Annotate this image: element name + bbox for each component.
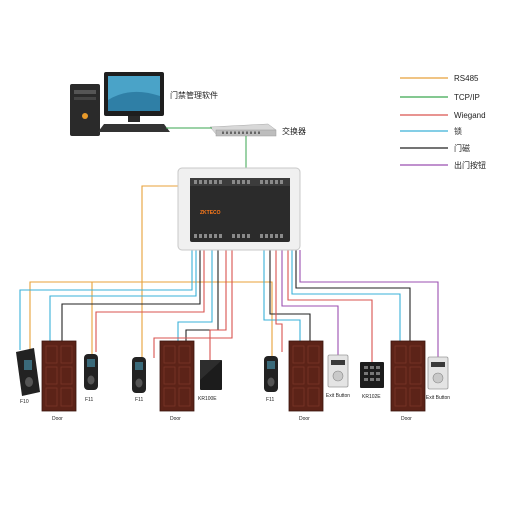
- legend: RS485 TCP/IP Wiegand 锁 门磁 出门按钮: [400, 74, 486, 170]
- door-icon: [390, 340, 426, 412]
- door-icon: [41, 340, 77, 412]
- door-sensor-line: [269, 250, 311, 342]
- network-switch-icon: [209, 123, 277, 137]
- device-label-kr100e: KR100E: [198, 396, 217, 402]
- door-sensor-line: [295, 250, 411, 342]
- fingerprint-reader-icon: [132, 357, 146, 393]
- access-controller-icon: ZKTECO: [177, 167, 301, 251]
- rs485-line: [142, 281, 273, 360]
- exit-button-line: [299, 250, 439, 357]
- device-label-f11-1: F11: [85, 397, 93, 403]
- wiegand-line: [275, 250, 283, 352]
- door-sensor-line: [185, 250, 219, 342]
- card-reader-icon: [200, 360, 222, 390]
- lock-line: [291, 250, 401, 342]
- exit-button-icon: [427, 356, 449, 390]
- software-label: 门禁管理软件: [170, 90, 218, 100]
- legend-label-wiegand: Wiegand: [454, 111, 486, 120]
- legend-label-rs485: RS485: [454, 74, 479, 83]
- keypad-reader-icon: [360, 362, 384, 388]
- device-label-door-1: Door: [52, 416, 63, 422]
- door-sensor-line: [61, 250, 201, 342]
- lock-line: [49, 250, 197, 342]
- door-icon: [288, 340, 324, 412]
- rs485-line: [141, 185, 180, 370]
- wiegand-line: [287, 250, 373, 362]
- legend-label-tcpip: TCP/IP: [454, 93, 480, 102]
- lock-line: [177, 250, 213, 342]
- desktop-computer-icon: [70, 72, 170, 136]
- legend-label-exit-button: 出门按钮: [454, 160, 486, 170]
- fingerprint-reader-icon: [84, 354, 98, 390]
- wiegand-line: [209, 250, 227, 360]
- controller-brand: ZKTECO: [200, 210, 221, 216]
- exit-button-icon: [327, 354, 349, 388]
- exit-button-line: [281, 250, 339, 355]
- rs485-line: [29, 281, 142, 355]
- lock-line: [263, 250, 301, 342]
- device-label-exit-button-2: Exit Button: [426, 395, 450, 401]
- wiring: [19, 185, 439, 370]
- device-label-door-4: Door: [401, 416, 412, 422]
- legend-label-lock: 锁: [454, 126, 462, 136]
- wiegand-line: [153, 250, 233, 358]
- switch-label: 交换器: [282, 126, 306, 136]
- wiegand-line: [95, 250, 205, 352]
- fingerprint-reader-icon: [264, 356, 278, 392]
- door-icon: [159, 340, 195, 412]
- device-label-door-3: Door: [299, 416, 310, 422]
- fingerprint-reader-icon: [16, 348, 40, 396]
- device-label-f10: F10: [20, 399, 29, 405]
- device-label-exit-button-1: Exit Button: [326, 393, 350, 399]
- legend-label-door-sensor: 门磁: [454, 143, 470, 153]
- device-label-f11-3: F11: [266, 397, 274, 403]
- device-label-kr102e: KR102E: [362, 394, 381, 400]
- lock-line: [19, 250, 193, 350]
- device-label-f11-2: F11: [135, 397, 143, 403]
- device-label-door-2: Door: [170, 416, 181, 422]
